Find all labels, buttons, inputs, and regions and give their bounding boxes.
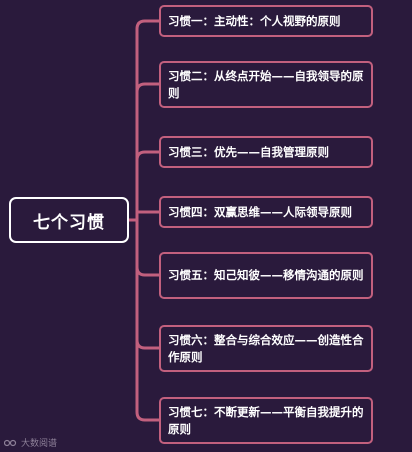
- habit-label: 习惯七：不断更新——平衡自我提升的原则: [168, 404, 364, 436]
- root-node: 七个习惯: [9, 197, 129, 243]
- connector-line-4: [135, 210, 161, 222]
- connector-line-2: [135, 82, 161, 222]
- connector-line-6: [135, 218, 161, 350]
- habit-label: 习惯一：主动性：个人视野的原则: [168, 13, 341, 28]
- habit-node-2: 习惯二：从终点开始——自我领导的原则: [159, 61, 373, 108]
- habit-node-7: 习惯七：不断更新——平衡自我提升的原则: [159, 397, 373, 444]
- connector-line-5: [135, 218, 161, 277]
- habit-label: 习惯三：优先——自我管理原则: [168, 144, 329, 159]
- watermark-logo-icon: [4, 439, 17, 446]
- root-label: 七个习惯: [33, 212, 105, 233]
- habit-node-3: 习惯三：优先——自我管理原则: [159, 136, 373, 168]
- habit-node-4: 习惯四：双赢思维——人际领导原则: [159, 196, 373, 228]
- watermark: 大数阅谱: [4, 436, 57, 449]
- connector-line-3: [135, 150, 161, 222]
- habit-label: 习惯五：知己知彼——移情沟通的原则: [168, 268, 364, 282]
- habit-label: 习惯四：双赢思维——人际领导原则: [168, 204, 352, 219]
- connector-line-7: [135, 218, 161, 422]
- habit-node-6: 习惯六：整合与综合效应——创造性合作原则: [159, 325, 373, 372]
- habit-label: 习惯二：从终点开始——自我领导的原则: [168, 68, 364, 100]
- watermark-text: 大数阅谱: [21, 439, 58, 449]
- habit-label: 习惯六：整合与综合效应——创造性合作原则: [168, 332, 364, 364]
- connector-line-1: [135, 19, 161, 222]
- habit-node-1: 习惯一：主动性：个人视野的原则: [159, 5, 373, 37]
- habit-node-5: 习惯五：知己知彼——移情沟通的原则: [159, 252, 373, 299]
